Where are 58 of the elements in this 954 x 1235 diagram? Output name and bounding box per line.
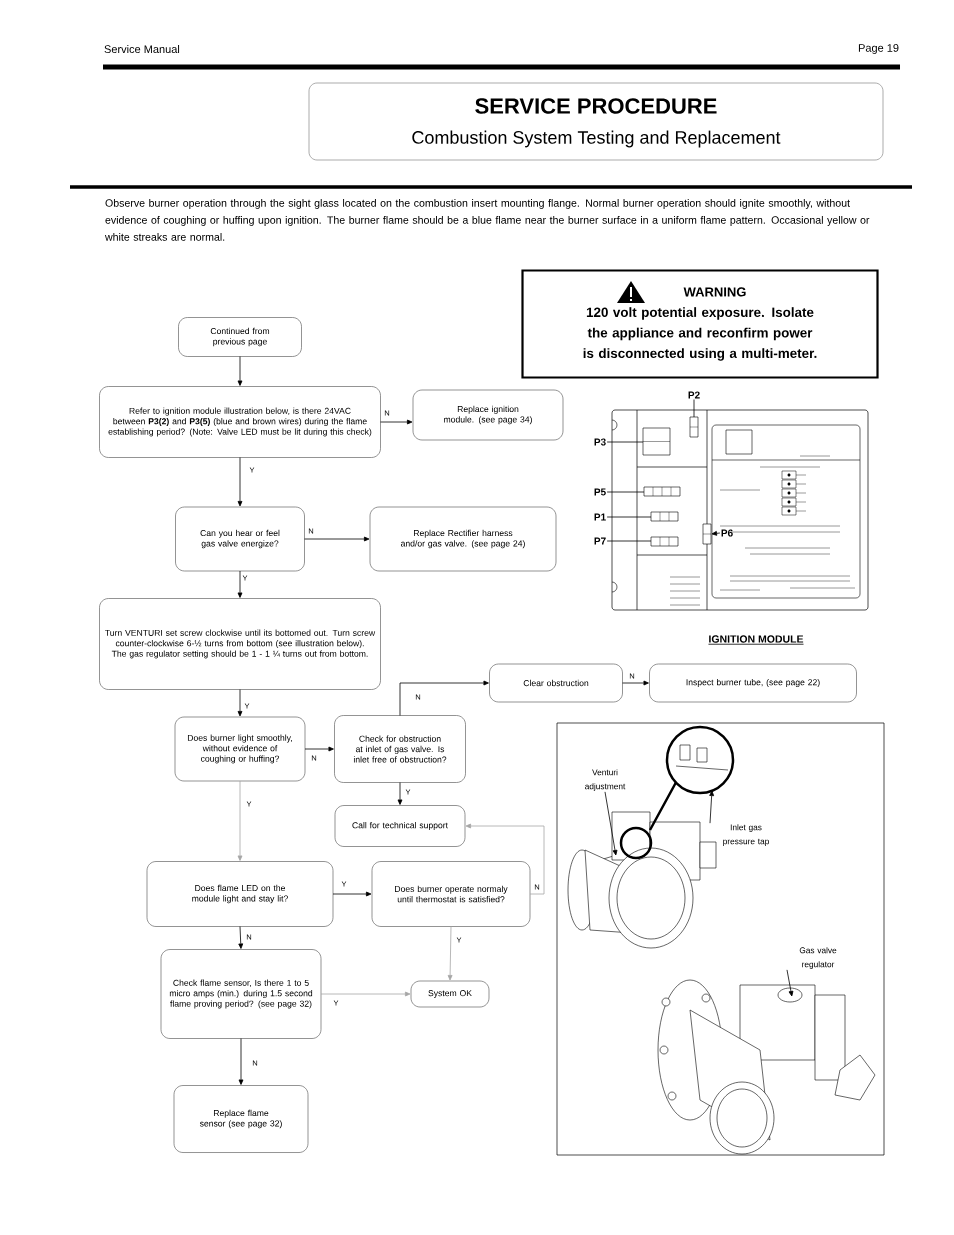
arrow bbox=[304, 536, 370, 542]
header-text: Service Manual bbox=[104, 44, 180, 54]
connector-label: P1 bbox=[594, 513, 606, 521]
arrow bbox=[397, 782, 403, 805]
flowchart-box: Does flame LED on the module light and stay lit? bbox=[146, 861, 334, 927]
arrow bbox=[711, 531, 721, 536]
connector-label: P7 bbox=[594, 537, 606, 545]
arrow bbox=[320, 991, 411, 997]
terminal-block bbox=[702, 523, 712, 545]
terminal-block bbox=[643, 486, 681, 497]
leader-line bbox=[786, 969, 794, 997]
terminal-block bbox=[650, 536, 679, 547]
arrow bbox=[238, 1038, 244, 1085]
flowchart-box: Call for technical support bbox=[334, 805, 466, 847]
arrow bbox=[622, 680, 649, 686]
connector-label: P2 bbox=[688, 391, 700, 399]
flowchart-box: Turn VENTURI set screw clockwise until its bottomed out. Turn screw counter-clockwise 6-½ turns from bottom (see illustration below). The gas regulator setting should be 1 - 1 ¼ turns out from bottom. bbox=[99, 598, 381, 690]
connector-label: P5 bbox=[594, 488, 606, 496]
arrow bbox=[238, 926, 244, 949]
flowchart-box: Replace flame sensor (see page 32) bbox=[173, 1085, 309, 1153]
flowchart-box: Replace ignition module. (see page 34) bbox=[412, 389, 564, 441]
flowchart-box: Does burner operate normaly until thermostat is satisfied? bbox=[371, 861, 531, 927]
arrow bbox=[380, 419, 413, 425]
flowchart-box: System OK bbox=[410, 980, 490, 1008]
leader-line bbox=[604, 791, 618, 856]
connector-label: P3 bbox=[594, 438, 606, 446]
arrow bbox=[237, 780, 243, 861]
terminal-block bbox=[650, 511, 679, 522]
flowchart-box: Can you hear or feel gas valve energize? bbox=[175, 506, 305, 572]
caption: IGNITION MODULE bbox=[709, 635, 804, 643]
arrow bbox=[304, 746, 334, 752]
flowchart-box: Check flame sensor, Is there 1 to 5 micro amps (min.) during 1.5 second flame proving period? (see page 32) bbox=[160, 949, 322, 1039]
terminal-block bbox=[689, 416, 699, 438]
callout-label: Gas valve regulator bbox=[799, 947, 837, 969]
terminal-block bbox=[642, 427, 671, 456]
callout-label: Inlet gas pressure tap bbox=[723, 824, 769, 846]
flowchart-box: Check for obstruction at inlet of gas valve. Is inlet free of obstruction? bbox=[334, 715, 466, 783]
callout-label: Venturi adjustment bbox=[585, 769, 626, 791]
flowchart-box: Does burner light smoothly, without evidence of coughing or huffing? bbox=[174, 716, 306, 782]
intro-paragraph: Observe burner operation through the sight glass located on the combustion insert mounting flange. Normal burner operation should ignite smoothly, without evidence of coughing or huffing upon ignition. The burner flame should be a blue flame near the burner surface in a uniform flame pattern. Occasional yellow or white streaks are normal. bbox=[105, 199, 870, 241]
flowchart-box: Replace Rectifier harness and/or gas valve. (see page 24) bbox=[369, 506, 557, 572]
warning-box: WARNING 120 volt potential exposure. Isolate the appliance and reconfirm power is disconnected using a multi-meter. bbox=[521, 269, 879, 379]
arrow bbox=[237, 570, 243, 598]
connector-label: P6 bbox=[721, 529, 733, 537]
flowchart-box: Inspect burner tube, (see page 22) bbox=[649, 663, 857, 703]
page-number: Page 19 bbox=[858, 44, 899, 54]
flowchart-box: Refer to ignition module illustration below, is there 24VAC between P3(2) and P3(5) (blue and brown wires) during the flame establishing period? (Note: Valve LED must be lit during this check) bbox=[99, 386, 381, 458]
arrow bbox=[399, 680, 489, 716]
arrow bbox=[332, 891, 372, 897]
flowchart-box: Clear obstruction bbox=[489, 663, 623, 703]
flowchart-box: Continued from previous page bbox=[178, 317, 302, 357]
arrow bbox=[465, 823, 545, 895]
arrow bbox=[447, 926, 453, 981]
arrow bbox=[237, 457, 243, 507]
title-box: SERVICE PROCEDURE Combustion System Testing and Replacement bbox=[308, 82, 884, 161]
arrow bbox=[237, 689, 243, 717]
arrow bbox=[237, 356, 243, 386]
leader-line bbox=[709, 790, 715, 824]
